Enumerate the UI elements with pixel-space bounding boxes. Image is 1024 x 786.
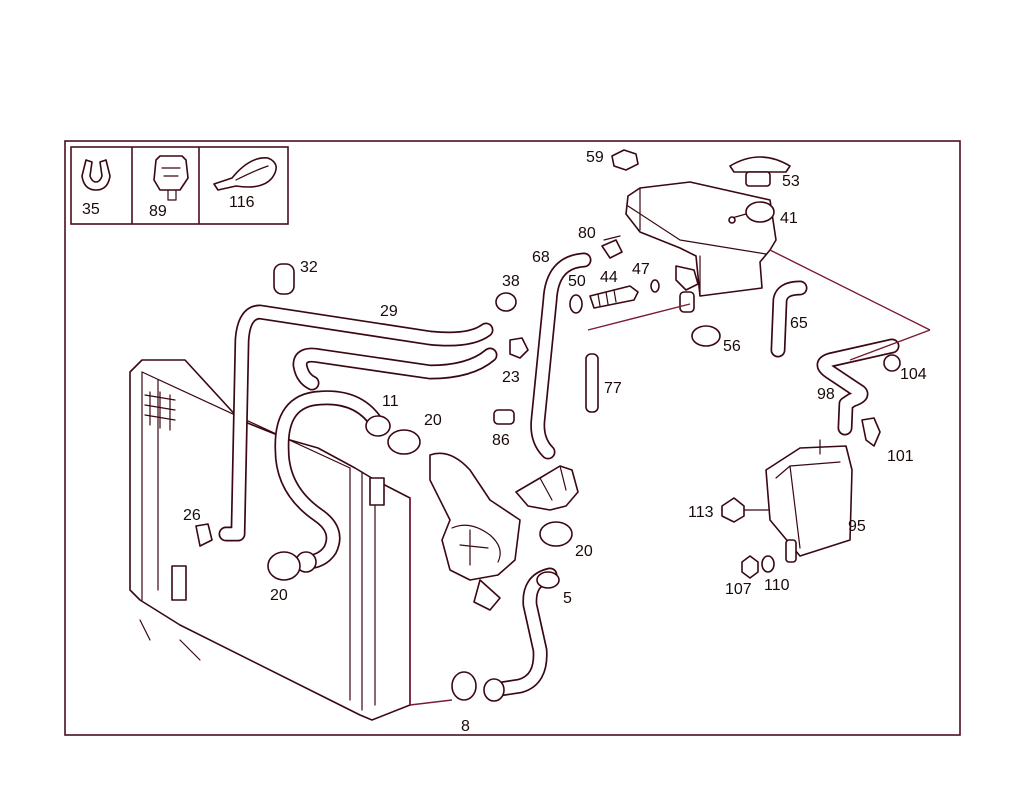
inset-box: 35 89 116	[70, 146, 289, 225]
inset-label-116: 116	[229, 194, 255, 211]
clamp-8-icon	[451, 671, 477, 701]
callout-101: 101	[887, 448, 914, 465]
cap-53-icon	[729, 156, 791, 173]
callout-65: 65	[790, 315, 808, 332]
nut-59-icon	[611, 149, 639, 171]
callout-107: 107	[725, 581, 752, 598]
inset-label-89: 89	[149, 203, 167, 220]
callout-77: 77	[604, 380, 622, 397]
sensor-fittings	[569, 279, 691, 331]
cable-tie-116-icon	[213, 157, 277, 191]
expansion-tank	[603, 149, 791, 313]
callout-53: 53	[782, 173, 800, 190]
callout-20-left: 20	[270, 587, 288, 604]
callout-11: 11	[382, 393, 399, 410]
callout-38: 38	[502, 273, 520, 290]
callout-80: 80	[578, 225, 596, 242]
callout-59: 59	[586, 149, 604, 166]
leader-lines	[409, 249, 931, 706]
callout-86: 86	[492, 432, 510, 449]
clamp-20c-icon	[539, 521, 573, 547]
callout-29: 29	[380, 303, 398, 320]
callout-32: 32	[300, 259, 318, 276]
callouts: 32 29 38 23 68 80 59 53 41 50 44 47 65 5…	[183, 149, 927, 735]
callout-68: 68	[532, 249, 550, 266]
callout-95: 95	[848, 518, 866, 535]
callout-23: 23	[502, 369, 520, 386]
callout-98: 98	[817, 386, 835, 403]
fasteners	[195, 239, 901, 701]
callout-47: 47	[632, 261, 650, 278]
callout-8: 8	[461, 718, 470, 735]
diagram-frame	[64, 140, 961, 736]
hoses	[218, 252, 900, 702]
callout-113: 113	[688, 504, 714, 521]
callout-5: 5	[563, 590, 572, 607]
callout-20-right: 20	[575, 543, 593, 560]
callout-26: 26	[183, 507, 201, 524]
clamp-20b-icon	[267, 551, 301, 581]
inset-label-35: 35	[82, 201, 100, 218]
radiator	[129, 359, 411, 721]
callout-50: 50	[568, 273, 586, 290]
callout-20-upper: 20	[424, 412, 442, 429]
callout-104: 104	[900, 366, 927, 383]
holder-89-icon	[153, 155, 189, 191]
clip-35-icon	[81, 159, 111, 191]
reservoir-95	[765, 439, 853, 563]
callout-110: 110	[764, 577, 790, 594]
callout-56: 56	[723, 338, 741, 355]
clamp-20a-icon	[387, 429, 421, 455]
callout-44: 44	[600, 269, 618, 286]
callout-41: 41	[780, 210, 798, 227]
water-pump	[429, 452, 579, 611]
grommet-32-icon	[273, 263, 295, 295]
